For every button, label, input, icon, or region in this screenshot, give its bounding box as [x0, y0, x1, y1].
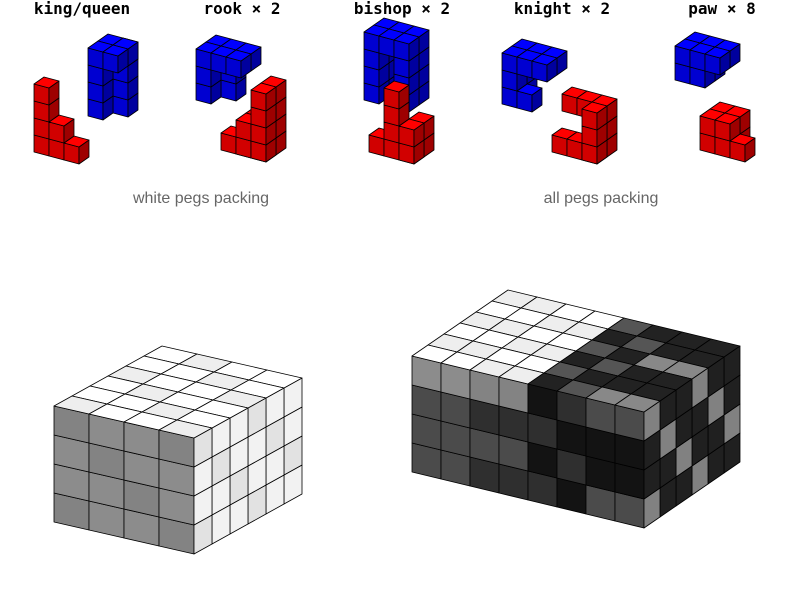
- knight-pieces: [502, 39, 617, 164]
- all-pegs-packing-block: [412, 290, 740, 528]
- piece-title-king-queen: king/queen: [34, 0, 130, 18]
- white-packing-title: white pegs packing: [132, 190, 269, 207]
- all-packing-title: all pegs packing: [544, 190, 659, 207]
- piece-title-knight: knight × 2: [514, 0, 610, 18]
- pawn-pieces: [675, 32, 755, 162]
- white-pegs-packing-block: [54, 346, 302, 554]
- piece-title-rook: rook × 2: [203, 0, 280, 18]
- bishop-pieces: [364, 18, 434, 164]
- king-queen-pieces: [34, 34, 138, 164]
- piece-title-pawn: paw × 8: [688, 0, 755, 18]
- piece-title-bishop: bishop × 2: [354, 0, 450, 18]
- rook-pieces: [196, 35, 286, 162]
